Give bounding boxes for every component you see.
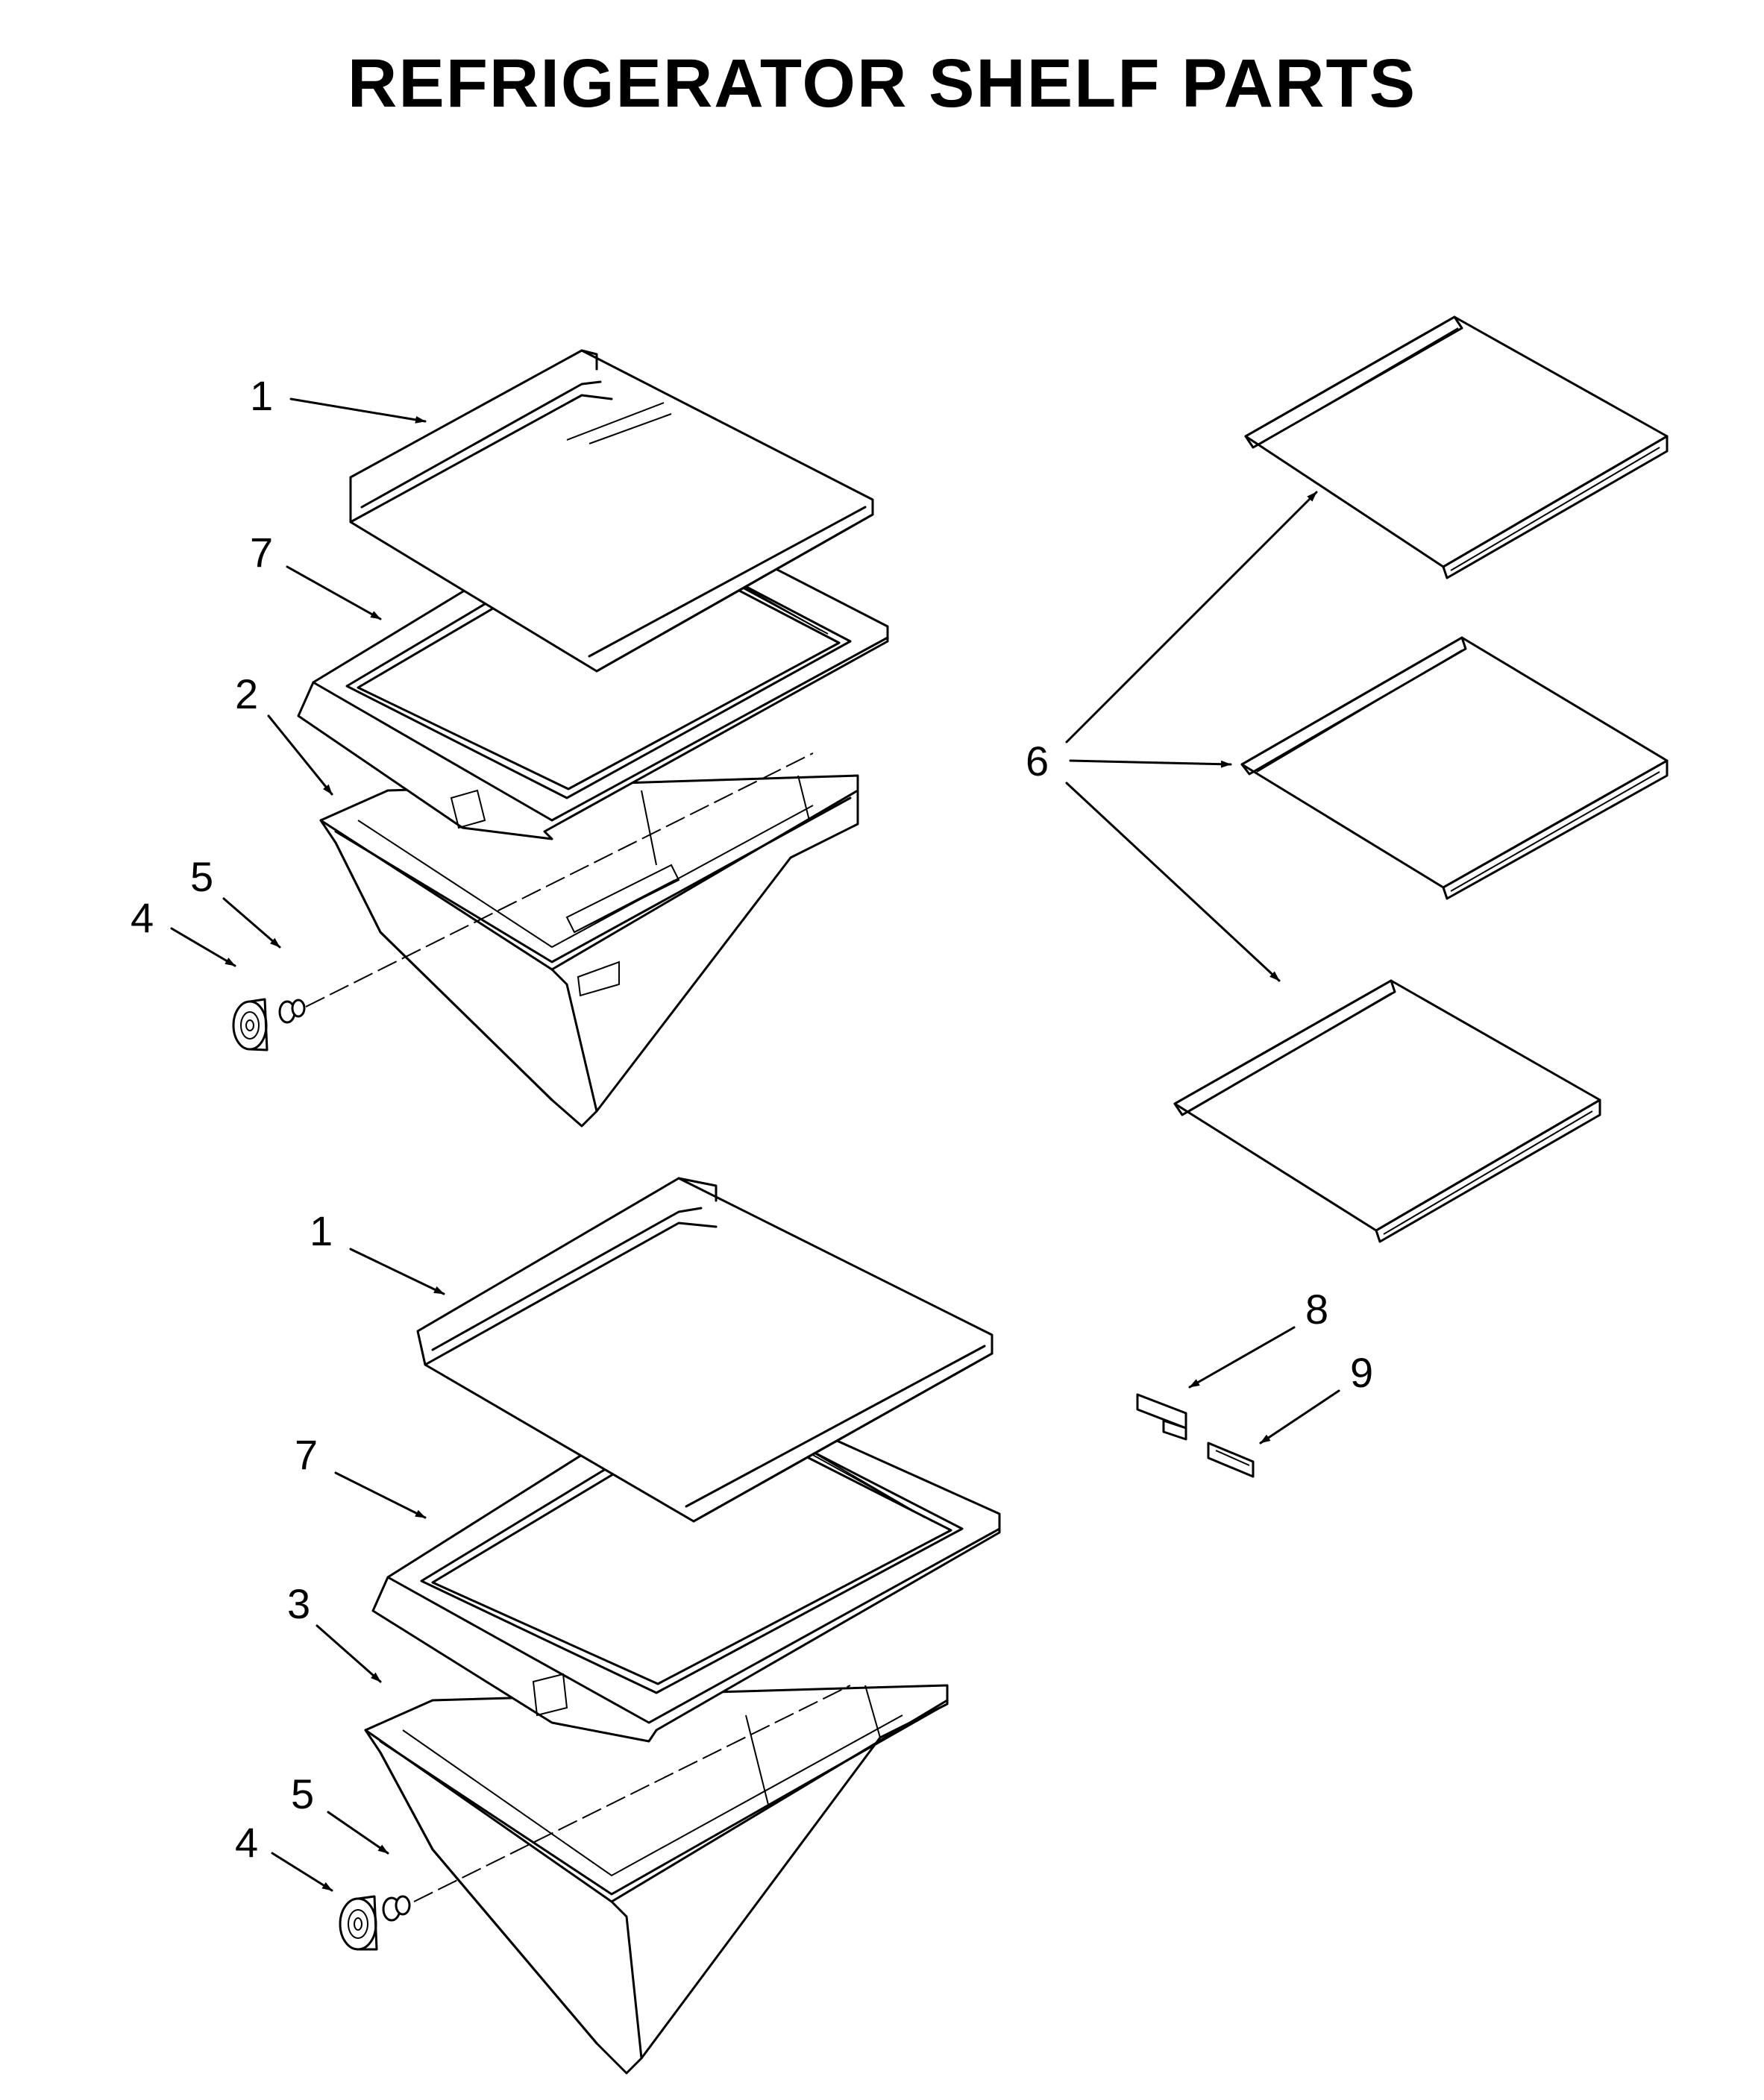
callout-9: 9 [1350, 1349, 1373, 1396]
callout-1-lower: 1 [310, 1207, 333, 1254]
callout-2: 2 [235, 670, 258, 717]
glass-shelf-upper [349, 349, 874, 673]
callout-8: 8 [1305, 1286, 1328, 1333]
callout-4-upper: 4 [131, 894, 154, 941]
diagram-title: REFRIGERATOR SHELF PARTS [347, 45, 1417, 122]
callout-4-lower: 4 [235, 1819, 258, 1866]
callout-6: 6 [1026, 738, 1049, 785]
crisper-drawer-upper [319, 774, 859, 1128]
callout-3: 3 [287, 1580, 310, 1627]
roller-axle-upper [278, 999, 306, 1024]
roller-wheel-upper [232, 998, 269, 1051]
glass-shelf-lower [416, 1177, 994, 1523]
shelf-clip-9 [1207, 1442, 1255, 1478]
callout-1-upper: 1 [250, 372, 273, 419]
callout-5-upper: 5 [190, 853, 213, 900]
callout-7-lower: 7 [295, 1431, 318, 1478]
callout-7-upper: 7 [250, 529, 273, 576]
roller-axle-lower [382, 1895, 411, 1922]
crisper-drawer-lower [364, 1684, 949, 2075]
roller-wheel-lower [339, 1895, 378, 1951]
wire-shelf-3 [1173, 979, 1601, 1243]
axle-guide-line-lower [413, 1685, 851, 1902]
shelf-clip-8 [1136, 1393, 1187, 1441]
callout-leaders [170, 397, 1340, 1892]
callout-5-lower: 5 [291, 1770, 314, 1817]
wire-shelf-2 [1240, 636, 1669, 900]
wire-shelf-1 [1244, 315, 1669, 579]
axle-guide-line-upper [305, 752, 814, 1007]
